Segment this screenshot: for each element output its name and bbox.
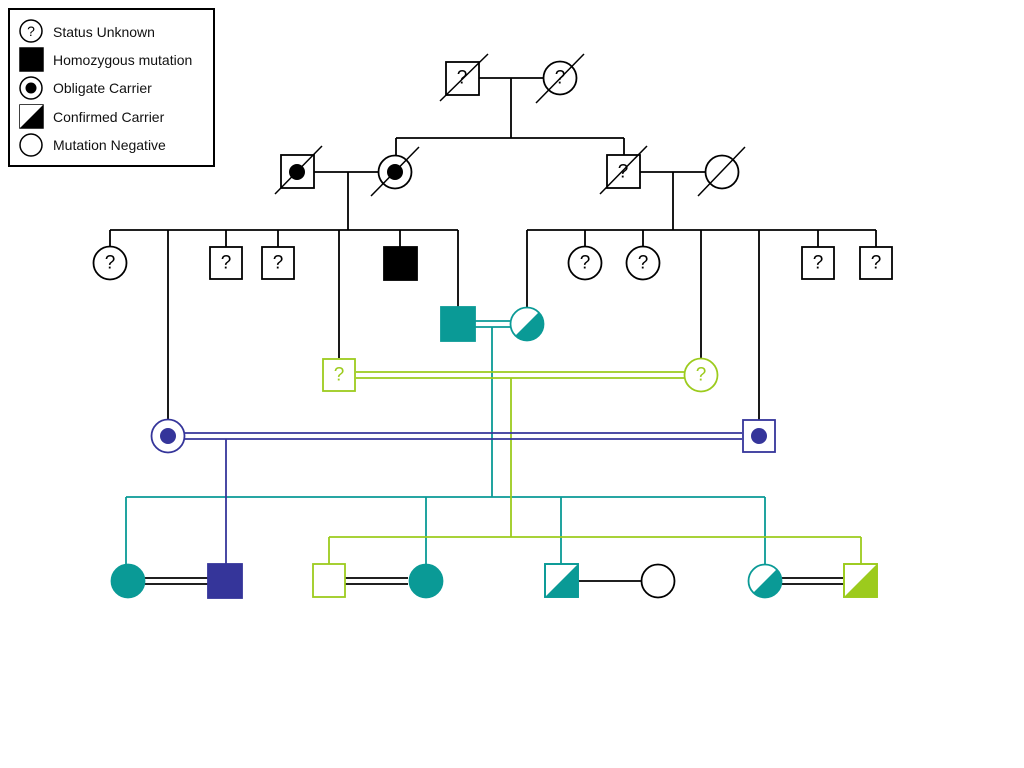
gen4-teal-female-homozygous-2[interactable] [408, 563, 444, 599]
teal-connectors [125, 320, 766, 564]
legend-negative-icon [19, 133, 43, 157]
legend-item-unknown: ? Status Unknown [19, 19, 155, 43]
gen3-male-c[interactable]: ? [209, 246, 243, 280]
legend-item-obligate: Obligate Carrier [19, 76, 152, 100]
gen2-right-female-slash [697, 146, 746, 197]
gen3-male-m[interactable]: ? [801, 246, 835, 280]
gen3-navy-male-obligate[interactable] [742, 419, 776, 453]
legend: ? Status Unknown Homozygous mutation Obl… [8, 8, 215, 167]
gen1-female-deceased-slash [535, 53, 585, 104]
gen4-female-negative[interactable] [640, 563, 676, 599]
gen3-lime-male-unknown[interactable]: ? [322, 358, 356, 392]
gen3-male-d-mark: ? [273, 253, 284, 274]
gen3-lime-female-unknown[interactable]: ? [683, 357, 719, 393]
gen3-teal-male-homozygous[interactable] [440, 306, 476, 342]
gen3-female-j[interactable]: ? [625, 245, 661, 281]
legend-confirmed-fill [20, 105, 43, 128]
gen1-female[interactable]: ? [535, 53, 585, 104]
gen3-male-m-mark: ? [813, 253, 824, 274]
gen2-right-male[interactable]: ? [599, 145, 648, 195]
gen3-male-n[interactable]: ? [859, 246, 893, 280]
gen3-male-n-mark: ? [871, 253, 882, 274]
black-connectors [109, 77, 877, 585]
gen4-navy-male-homozygous[interactable] [207, 563, 243, 599]
gen2-left-male-slash [274, 145, 323, 195]
gen3-female-i-mark: ? [580, 253, 591, 274]
gen2-left-female[interactable] [370, 146, 420, 197]
navy-connectors [185, 432, 742, 564]
gen3-lime-female-mark: ? [696, 365, 707, 386]
gen3-male-d[interactable]: ? [261, 246, 295, 280]
legend-obligate-label: Obligate Carrier [53, 80, 152, 96]
gen2-right-male-unknown-mark: ? [618, 162, 629, 183]
legend-unknown-label: Status Unknown [53, 24, 155, 40]
legend-box [8, 8, 215, 167]
gen3-male-c-mark: ? [221, 253, 232, 274]
legend-item-confirmed: Confirmed Carrier [19, 104, 165, 129]
gen2-left-female-slash [370, 146, 420, 197]
gen4-teal-male-confirmed[interactable] [544, 563, 579, 598]
gen3-female-a[interactable]: ? [92, 245, 128, 281]
legend-homozygous-label: Homozygous mutation [53, 52, 192, 68]
legend-unknown-mark: ? [27, 23, 35, 39]
gen3-teal-female-confirmed[interactable] [505, 302, 549, 346]
legend-item-negative: Mutation Negative [19, 133, 166, 157]
gen2-right-male-slash [599, 145, 648, 195]
legend-unknown-icon [19, 19, 43, 43]
gen2-right-female[interactable] [697, 146, 746, 197]
gen1-male-deceased-slash [439, 53, 489, 102]
legend-obligate-dot [25, 82, 37, 94]
gen3-male-f-homozygous[interactable] [383, 246, 418, 281]
legend-homozygous-icon [19, 47, 44, 72]
gen4-lime-male-confirmed[interactable] [843, 563, 878, 598]
gen4-teal-female-confirmed[interactable] [743, 559, 787, 603]
gen3-female-i[interactable]: ? [567, 245, 603, 281]
gen4-lime-male-negative[interactable] [312, 563, 346, 598]
gen2-left-male[interactable] [274, 145, 323, 195]
legend-item-homozygous: Homozygous mutation [19, 47, 192, 72]
gen3-female-a-mark: ? [105, 253, 116, 274]
gen1-male-unknown-mark: ? [457, 68, 468, 89]
lime-connectors [328, 371, 862, 564]
gen1-male[interactable]: ? [439, 53, 489, 102]
legend-confirmed-label: Confirmed Carrier [53, 109, 165, 125]
gen4-teal-female-homozygous[interactable] [110, 563, 146, 599]
gen3-female-j-mark: ? [638, 253, 649, 274]
legend-negative-label: Mutation Negative [53, 137, 166, 153]
gen3-lime-male-mark: ? [334, 365, 345, 386]
gen3-navy-female-obligate[interactable] [150, 418, 186, 454]
